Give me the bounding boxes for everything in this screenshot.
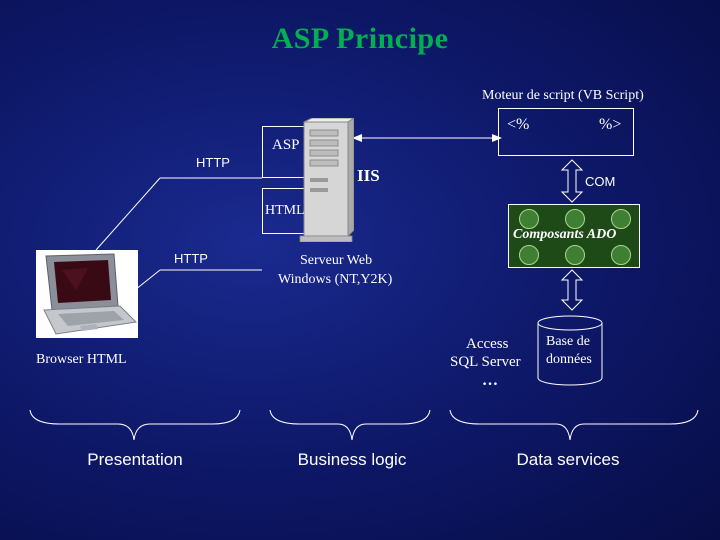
database-cylinder xyxy=(537,315,603,386)
http-line-upper xyxy=(95,177,161,251)
iis-label: IIS xyxy=(357,166,380,185)
ado-label: Composants ADO xyxy=(513,227,617,242)
asp-label: ASP xyxy=(272,137,300,153)
ado-component-3 xyxy=(611,209,631,229)
moteur-close-tag: %> xyxy=(599,116,622,133)
moteur-arrow-right-head xyxy=(492,134,502,142)
ado-component-5 xyxy=(565,245,585,265)
ado-component-6 xyxy=(611,245,631,265)
ado-component-4 xyxy=(519,245,539,265)
html-label: HTML xyxy=(265,203,305,218)
ado-db-double-arrow xyxy=(560,269,584,311)
ellipsis-label: … xyxy=(482,372,498,389)
ado-box: Composants ADO xyxy=(508,204,640,268)
brace-data xyxy=(449,409,699,441)
db-label-line1: Base de xyxy=(546,334,590,349)
laptop-image xyxy=(36,250,138,338)
tier-business: Business logic xyxy=(297,450,407,469)
moteur-arrow-left-head xyxy=(352,134,362,142)
sqlserver-label: SQL Server xyxy=(450,354,521,370)
browser-label: Browser HTML xyxy=(36,352,127,367)
brace-business xyxy=(269,409,431,441)
http-label-bottom: HTTP xyxy=(174,251,208,266)
moteur-open-tag: <% xyxy=(507,116,530,133)
server-tower-icon xyxy=(298,117,356,243)
db-label-line2: données xyxy=(546,352,592,367)
access-label: Access xyxy=(466,336,509,352)
page-title: ASP Principe xyxy=(271,22,449,55)
brace-presentation xyxy=(29,409,241,441)
com-label: COM xyxy=(585,174,616,189)
tier-data: Data services xyxy=(516,450,620,469)
server-label-line2: Windows (NT,Y2K) xyxy=(278,272,393,287)
http-label-top: HTTP xyxy=(196,155,230,170)
moteur-box: <% %> xyxy=(498,108,634,156)
tier-presentation: Presentation xyxy=(87,450,183,469)
moteur-label: Moteur de script (VB Script) xyxy=(482,88,644,103)
com-double-arrow xyxy=(560,159,584,203)
ado-component-2 xyxy=(565,209,585,229)
ado-component-1 xyxy=(519,209,539,229)
server-label-line1: Serveur Web xyxy=(300,253,373,268)
